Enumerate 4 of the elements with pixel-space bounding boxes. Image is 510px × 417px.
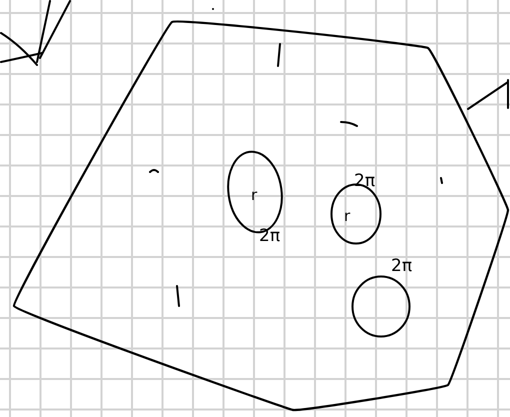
circumference-label: 2π: [259, 228, 280, 245]
radius-label: r: [344, 209, 350, 224]
circumference-label: 2π: [391, 258, 412, 275]
radius-label: r: [251, 188, 258, 203]
